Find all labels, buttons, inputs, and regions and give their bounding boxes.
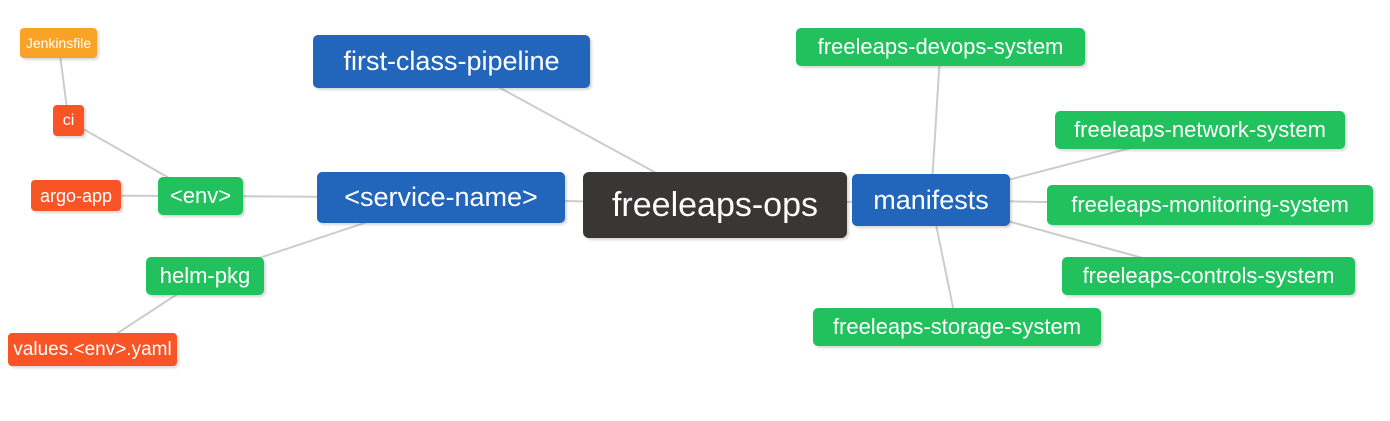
node-env[interactable]: <env> — [158, 177, 243, 215]
node-freeleaps-monitoring-system[interactable]: freeleaps-monitoring-system — [1047, 185, 1373, 225]
node-helm-pkg[interactable]: helm-pkg — [146, 257, 264, 295]
node-freeleaps-controls-system[interactable]: freeleaps-controls-system — [1062, 257, 1355, 295]
node-manifests[interactable]: manifests — [852, 174, 1010, 226]
node-first-class-pipeline[interactable]: first-class-pipeline — [313, 35, 590, 88]
node-values-env-yaml[interactable]: values.<env>.yaml — [8, 333, 177, 366]
node-freeleaps-network-system[interactable]: freeleaps-network-system — [1055, 111, 1345, 149]
node-freeleaps-devops-system[interactable]: freeleaps-devops-system — [796, 28, 1085, 66]
node-freeleaps-storage-system[interactable]: freeleaps-storage-system — [813, 308, 1101, 346]
node-jenkinsfile[interactable]: Jenkinsfile — [20, 28, 97, 58]
node-service-name[interactable]: <service-name> — [317, 172, 565, 223]
node-ci[interactable]: ci — [53, 105, 84, 136]
node-freeleaps-ops[interactable]: freeleaps-ops — [583, 172, 847, 238]
node-argo-app[interactable]: argo-app — [31, 180, 121, 211]
